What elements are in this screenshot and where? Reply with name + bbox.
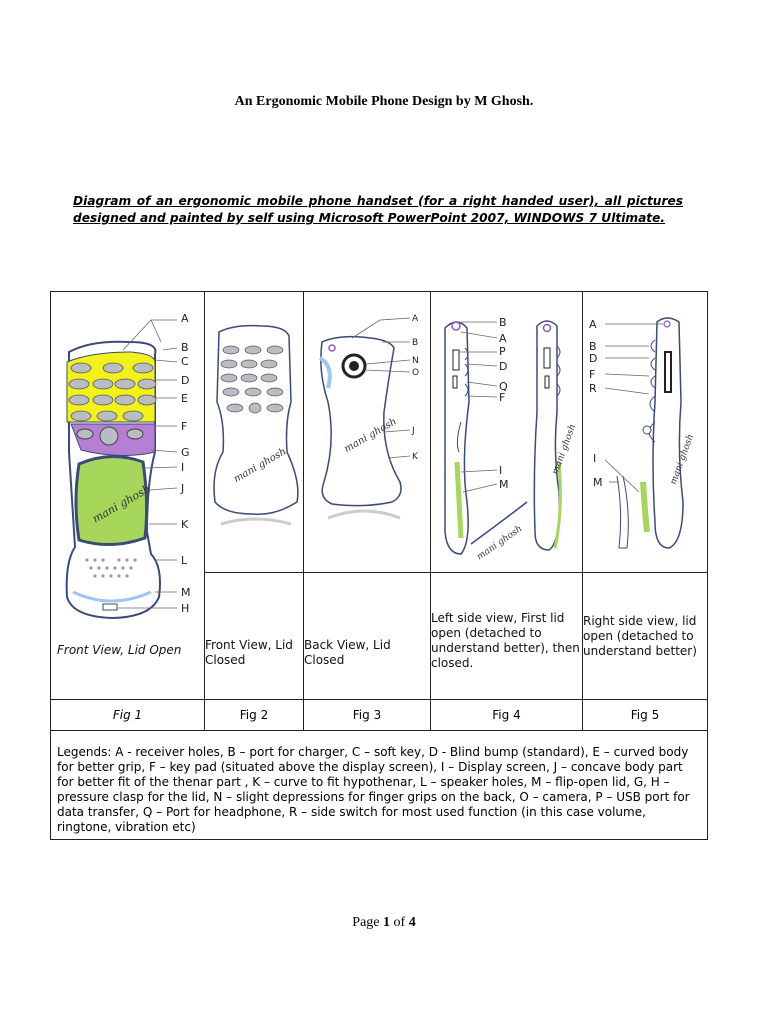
label-A: A	[412, 314, 419, 324]
fig3-caption: Back View, Lid Closed	[303, 572, 431, 700]
label-B: B	[499, 316, 507, 329]
label-I: I	[593, 452, 596, 465]
footer-current-page: 1	[383, 915, 391, 930]
label-L: L	[181, 554, 188, 567]
label-R: R	[589, 382, 597, 395]
fig2-label: Fig 2	[204, 699, 304, 731]
fig2-caption: Front View, Lid Closed	[204, 572, 304, 700]
label-C: C	[181, 355, 189, 368]
figure-table: mani ghosh	[50, 291, 708, 840]
label-K: K	[181, 518, 189, 531]
label-K: K	[412, 452, 419, 462]
page-footer: Page 1 of 4	[0, 915, 768, 931]
label-G: G	[181, 446, 190, 459]
fig3-image: mani ghosh A B N O J K	[303, 291, 431, 573]
fig5-caption: Right side view, lid open (detached to u…	[582, 572, 708, 700]
footer-total-pages: 4	[408, 915, 416, 930]
fig2-image: mani ghosh	[204, 291, 304, 573]
fig1-image: mani ghosh	[50, 291, 205, 700]
fig5-label: Fig 5	[582, 699, 708, 731]
label-B: B	[181, 341, 189, 354]
label-I: I	[499, 464, 502, 477]
footer-mid: of	[390, 915, 409, 930]
fig4-caption: Left side view, First lid open (detached…	[430, 572, 583, 700]
signature-fig4a: mani ghosh	[475, 524, 524, 562]
label-O: O	[412, 368, 419, 378]
label-P: P	[499, 345, 506, 358]
label-A: A	[181, 312, 189, 325]
fig3-label: Fig 3	[303, 699, 431, 731]
fig4-label: Fig 4	[430, 699, 583, 731]
label-A: A	[499, 332, 507, 345]
label-Q: Q	[499, 380, 508, 393]
label-H: H	[181, 602, 189, 615]
label-F: F	[589, 368, 595, 381]
label-B: B	[412, 338, 418, 348]
label-D: D	[499, 360, 507, 373]
fig4-image: mani ghosh mani ghosh	[430, 291, 583, 573]
label-M: M	[499, 478, 509, 491]
intro-text: Diagram of an ergonomic mobile phone han…	[73, 194, 683, 225]
fig1-label: Fig 1	[50, 699, 205, 731]
label-M: M	[593, 476, 603, 489]
fig5-image: mani ghosh A B D F R I M	[582, 291, 708, 573]
legend-text: Legends: A - receiver holes, B – port fo…	[50, 730, 708, 840]
label-D: D	[181, 374, 189, 387]
footer-prefix: Page	[352, 915, 384, 930]
fig1-caption: Front View, Lid Open	[57, 643, 181, 657]
label-A: A	[589, 318, 597, 331]
page-title: An Ergonomic Mobile Phone Design by M Gh…	[234, 94, 534, 109]
label-J: J	[180, 482, 184, 495]
label-I: I	[181, 461, 184, 474]
label-J: J	[411, 426, 415, 436]
label-F: F	[499, 391, 505, 404]
label-E: E	[181, 392, 188, 405]
label-B: B	[589, 340, 597, 353]
label-M: M	[181, 586, 191, 599]
label-N: N	[412, 356, 419, 366]
label-F: F	[181, 420, 187, 433]
label-D: D	[589, 352, 597, 365]
